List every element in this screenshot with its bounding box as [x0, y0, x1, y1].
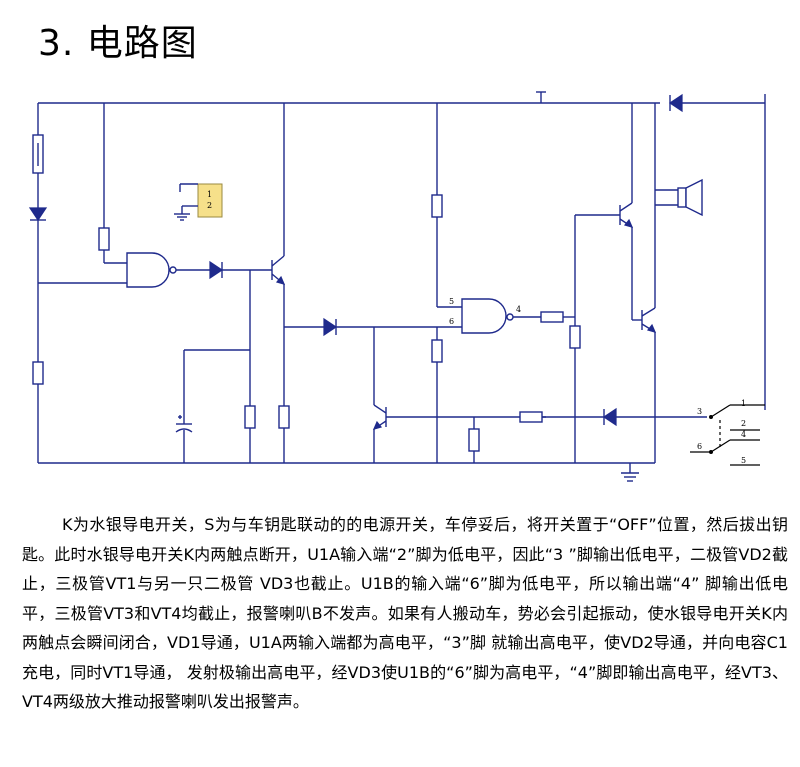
power-switch-s: 3 1 2 4 6 5 [690, 399, 765, 466]
ground-rail-bottom [38, 420, 656, 482]
description-text: K为水银导电开关，S为与车钥匙联动的的电源开关，车停妥后，将开关置于“OFF”位… [22, 515, 788, 711]
transistor-vt3 [619, 202, 634, 228]
resistor-r-vt3 [569, 325, 581, 349]
svg-text:3: 3 [697, 407, 702, 416]
circuit-description: K为水银导电开关，S为与车钥匙联动的的电源开关，车停妥后，将开关置于“OFF”位… [22, 510, 788, 717]
transistor-vt4 [641, 307, 657, 333]
svg-text:6: 6 [697, 442, 702, 451]
svg-text:4: 4 [516, 305, 521, 314]
resistor-r-u1b-out [540, 311, 564, 323]
svg-text:6: 6 [449, 317, 454, 326]
diode-vd2 [209, 260, 224, 280]
resistor-r1 [98, 227, 110, 251]
section-title: 3. 电路图 [38, 23, 198, 64]
capacitor-c1 [175, 415, 193, 433]
resistor-base-vt2 [468, 428, 480, 452]
power-rail-top [38, 94, 766, 410]
svg-text:1: 1 [207, 190, 212, 199]
svg-text:2: 2 [207, 201, 212, 210]
diode-vd5 [602, 407, 617, 427]
svg-text:5: 5 [741, 456, 746, 465]
circuit-schematic: 1 2 [28, 91, 766, 482]
diode-vd1 [28, 207, 48, 222]
svg-text:1: 1 [741, 399, 746, 408]
ic-chip: 1 2 [174, 183, 223, 221]
nand-gate-u1b [461, 298, 507, 334]
nand-gate-u1a [126, 252, 170, 288]
svg-text:2: 2 [741, 419, 746, 428]
transistor-vt2 [372, 404, 387, 430]
diode-vd4 [668, 93, 683, 113]
resistor-c-charge [244, 405, 256, 429]
test-point-top [536, 91, 546, 103]
resistor-left [32, 361, 44, 385]
diode-vd3 [323, 317, 338, 337]
resistor-emitter-vt1 [278, 405, 290, 429]
svg-text:5: 5 [449, 297, 454, 306]
resistor-r-u1b-5 [431, 194, 443, 218]
resistor-r-u1b-6 [431, 339, 443, 363]
transistor-vt1 [271, 255, 286, 285]
svg-text:4: 4 [741, 430, 746, 439]
speaker-b [655, 178, 703, 217]
resistor-r-switch [519, 411, 543, 423]
